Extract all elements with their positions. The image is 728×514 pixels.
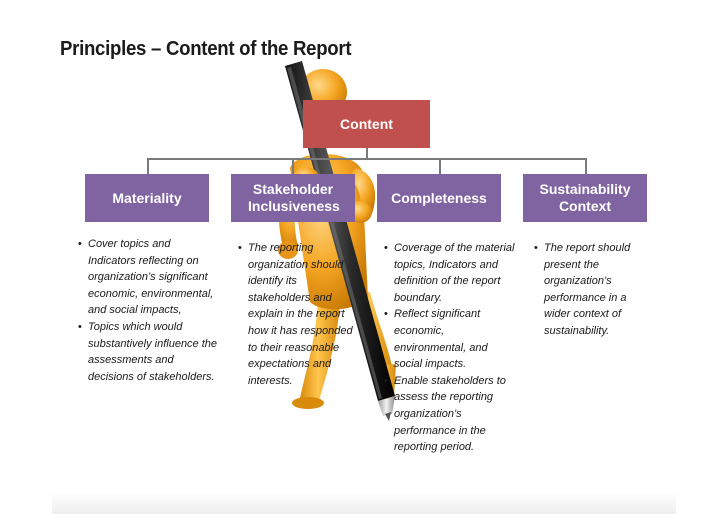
stakeholder-inclusiveness-label: Stakeholder Inclusiveness — [248, 181, 340, 214]
completeness-box: Completeness — [377, 174, 501, 222]
list-item: Cover topics and Indicators reflecting o… — [78, 236, 218, 319]
connector-root-stem — [366, 148, 368, 158]
materiality-bullets: Cover topics and Indicators reflecting o… — [78, 236, 218, 385]
list-item: The report should present the organizati… — [534, 240, 640, 340]
page-title: Principles – Content of the Report — [60, 38, 352, 60]
connector-sustainability — [585, 158, 587, 174]
sustainability-context-bullets: The report should present the organizati… — [534, 240, 640, 340]
list-item: The reporting organization should identi… — [238, 240, 358, 389]
list-item: Coverage of the material topics, Indicat… — [384, 240, 516, 306]
connector-materiality — [147, 158, 149, 174]
connector-completeness — [439, 158, 441, 174]
content-box: Content — [303, 100, 430, 148]
stakeholder-inclusiveness-bullets: The reporting organization should identi… — [238, 240, 358, 389]
connector-horizontal — [147, 158, 587, 160]
sustainability-context-label: Sustainability Context — [539, 181, 631, 214]
sustainability-context-box: Sustainability Context — [523, 174, 647, 222]
completeness-label: Completeness — [391, 189, 487, 206]
stakeholder-inclusiveness-box: Stakeholder Inclusiveness — [231, 174, 355, 222]
content-box-label: Content — [340, 115, 393, 132]
list-item: Enable stakeholders to assess the report… — [384, 373, 516, 456]
connector-stakeholder — [292, 158, 294, 174]
completeness-bullets: Coverage of the material topics, Indicat… — [384, 240, 516, 456]
materiality-box: Materiality — [85, 174, 209, 222]
list-item: Topics which would substantively influen… — [78, 319, 218, 385]
slide-footer-shadow — [52, 492, 676, 514]
materiality-label: Materiality — [112, 189, 182, 206]
list-item: Reflect significant economic, environmen… — [384, 306, 516, 372]
